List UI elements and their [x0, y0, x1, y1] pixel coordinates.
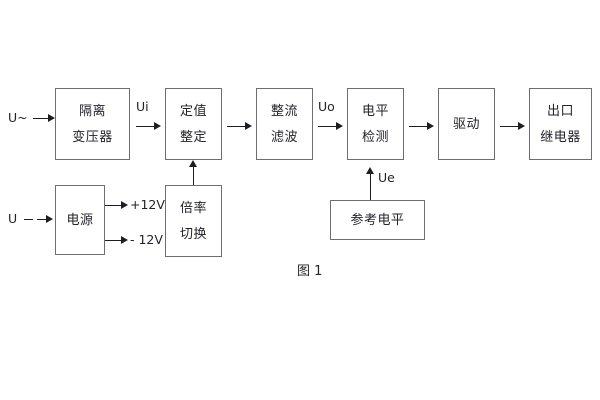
block-multiplier-switch-line2: 切换 — [179, 226, 207, 242]
block-reference-level: 参考电平 — [330, 200, 425, 240]
signal-ue-label: Ue — [378, 170, 395, 185]
connector-level-to-drive-arrow-icon — [427, 122, 434, 130]
input-ac-arrow-icon — [48, 114, 55, 122]
connector-multiplier-to-setting-arrow-icon — [189, 160, 197, 167]
block-level-detect: 电平 检测 — [347, 88, 404, 160]
connector-level-to-drive-line — [409, 126, 429, 127]
connector-reference-to-level-arrow-icon — [366, 167, 374, 174]
block-setting-value-line2: 整定 — [179, 129, 207, 145]
connector-setting-to-rectify-arrow-icon — [245, 122, 252, 130]
supply-negative-line — [105, 240, 123, 241]
block-isolation-transformer-line2: 变压器 — [72, 129, 113, 145]
signal-ui-arrow-icon — [154, 122, 161, 130]
block-isolation-transformer: 隔离 变压器 — [55, 88, 130, 160]
block-multiplier-switch: 倍率 切换 — [165, 185, 222, 257]
figure-caption: 图 1 — [297, 264, 323, 279]
input-dc-label: U — [8, 211, 18, 226]
block-setting-value-line1: 定值 — [179, 103, 207, 119]
block-output-relay-line2: 继电器 — [540, 129, 581, 145]
input-ac-label: U~ — [8, 110, 28, 125]
input-ac-line — [33, 118, 50, 119]
block-isolation-transformer-line1: 隔离 — [78, 103, 106, 119]
connector-drive-to-relay-arrow-icon — [518, 122, 525, 130]
block-drive: 驱动 — [438, 88, 495, 160]
signal-uo-arrow-icon — [336, 122, 343, 130]
block-multiplier-switch-line1: 倍率 — [179, 200, 207, 216]
input-dc-dash-1 — [24, 219, 33, 220]
block-drive-line1: 驱动 — [452, 116, 480, 132]
signal-ui-line — [136, 126, 156, 127]
signal-uo-line — [318, 126, 338, 127]
block-output-relay-line1: 出口 — [546, 103, 574, 119]
signal-ui-label: Ui — [136, 99, 149, 114]
supply-positive-label: +12V — [130, 197, 165, 212]
input-dc-dash-2 — [37, 219, 46, 220]
block-rectify-filter-line1: 整流 — [270, 103, 298, 119]
signal-uo-label: Uo — [318, 99, 335, 114]
block-power-supply: 电源 — [55, 185, 105, 255]
supply-negative-arrow-icon — [121, 236, 128, 244]
block-setting-value: 定值 整定 — [165, 88, 222, 160]
block-output-relay: 出口 继电器 — [529, 88, 592, 160]
block-reference-level-line1: 参考电平 — [350, 212, 405, 228]
block-rectify-filter: 整流 滤波 — [256, 88, 313, 160]
block-level-detect-line1: 电平 — [361, 103, 389, 119]
block-power-supply-line1: 电源 — [66, 212, 94, 228]
input-dc-arrow-icon — [46, 215, 53, 223]
block-rectify-filter-line2: 滤波 — [270, 129, 298, 145]
connector-setting-to-rectify-line — [227, 126, 247, 127]
connector-multiplier-to-setting-line — [193, 167, 194, 185]
block-level-detect-line2: 检测 — [361, 129, 389, 145]
supply-negative-label: - 12V — [130, 232, 163, 247]
supply-positive-line — [105, 205, 123, 206]
supply-positive-arrow-icon — [121, 201, 128, 209]
connector-reference-to-level-line — [370, 174, 371, 200]
connector-drive-to-relay-line — [500, 126, 520, 127]
